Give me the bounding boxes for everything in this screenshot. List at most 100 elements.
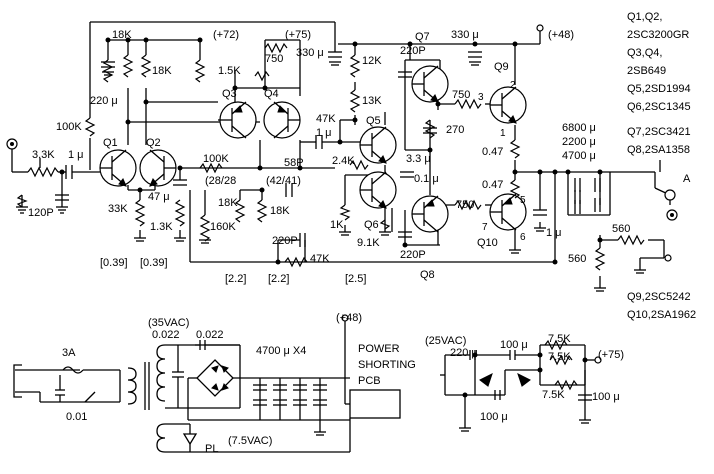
- r-75k-c-label: 7.5K: [542, 389, 565, 401]
- transistor-q9: [489, 86, 527, 124]
- c-3u3-label: 3.3 μ: [406, 153, 431, 165]
- transistor-q4: [263, 101, 301, 139]
- q5-label: Q5: [366, 115, 381, 127]
- c-47u-label: 47 μ: [148, 191, 170, 203]
- c-220p-mid-label: 220P: [272, 235, 298, 247]
- c-2200u-label: 2200 μ: [562, 136, 596, 148]
- r-75k-b-label: 7.5K: [548, 351, 571, 363]
- r-1k-label: 1K: [330, 219, 344, 231]
- c-100u-c-label: 100 μ: [592, 391, 620, 403]
- q8-label: Q8: [420, 269, 435, 281]
- junction-dots: [59, 37, 603, 265]
- transistor-q5: [359, 126, 397, 164]
- ratio-28-label: (28/28: [205, 175, 236, 187]
- power-pcb-line3: PCB: [358, 375, 381, 387]
- c-220p-q6-label: 220P: [400, 249, 426, 261]
- pin2-label: 2: [510, 80, 516, 91]
- c-220u-ps-label: 220 μ: [450, 347, 478, 359]
- ps-25vac-label: (25VAC): [425, 335, 466, 347]
- c-100u-a-label: 100 μ: [500, 339, 528, 351]
- part-q8: Q8,2SA1358: [627, 144, 690, 156]
- r-33k-label: 33K: [108, 203, 128, 215]
- r-560-b-label: 560: [568, 253, 586, 265]
- supply-plus75-label: (+75): [285, 29, 311, 41]
- r-160k-label: 160K: [210, 221, 236, 233]
- pin3-label: 3: [478, 92, 484, 103]
- c-6800u-label: 6800 μ: [562, 122, 596, 134]
- v-22-a-label: [2.2]: [225, 273, 246, 285]
- pin5-label: 5: [520, 195, 526, 206]
- pin1-label: 1: [500, 128, 506, 139]
- power-pcb-line2: SHORTING: [358, 359, 416, 371]
- c-120p-label: 120P: [28, 207, 54, 219]
- r-18k-c-label: 18K: [218, 197, 238, 209]
- part-q1q2: Q1,Q2,: [627, 11, 662, 23]
- r-18k-d-label: 18K: [270, 205, 290, 217]
- q1-label: Q1: [103, 137, 118, 149]
- r-2k4-label: 2.4K: [332, 155, 355, 167]
- part-q3q4: Q3,Q4,: [627, 47, 662, 59]
- part-q9: Q9,2SC5242: [627, 291, 691, 303]
- part-q10: Q10,2SA1962: [627, 309, 696, 321]
- c-4700u-x4-label: 4700 μ X4: [256, 345, 306, 357]
- resistors: [16, 42, 645, 271]
- ps-35vac-label: (35VAC): [148, 317, 189, 329]
- c-100u-b-label: 100 μ: [480, 411, 508, 423]
- r-18k-b-label: 18K: [152, 65, 172, 77]
- r-750-c-label: 750: [456, 199, 474, 211]
- ps-75vac-label: (7.5VAC): [228, 435, 272, 447]
- c-0022-a-label: 0.022: [152, 329, 180, 341]
- v-22-b-label: [2.2]: [268, 273, 289, 285]
- transistor-q10: [489, 193, 527, 231]
- pin7-label: 7: [482, 222, 488, 233]
- c-4700u-label: 4700 μ: [562, 150, 596, 162]
- amp-wiring: [11, 21, 671, 288]
- r-047-b-label: 0.47: [482, 179, 503, 191]
- ground-symbols: [16, 61, 646, 292]
- q3-label: Q3: [222, 88, 237, 100]
- c-001-label: 0.01: [66, 411, 87, 423]
- c-330u-a-label: 330 μ: [296, 47, 324, 59]
- capacitors: [55, 51, 601, 247]
- power-pcb-line1: POWER: [358, 343, 400, 355]
- r-1k3-label: 1.3K: [150, 221, 173, 233]
- q2-label: Q2: [146, 137, 161, 149]
- power-supply-main: [13, 320, 401, 453]
- r-47k-label: 47K: [316, 113, 336, 125]
- v-039-b-label: [0.39]: [140, 257, 168, 269]
- terminals: [6, 24, 678, 262]
- part-q3q4-number: 2SB649: [627, 65, 666, 77]
- supply-plus75-psu-label: (+75): [598, 349, 624, 361]
- r-12k-label: 12K: [362, 55, 382, 67]
- r-750-b-label: 750: [452, 89, 470, 101]
- transistor-q8: [411, 195, 449, 233]
- pilot-lamp-label: PL: [205, 443, 218, 455]
- c-330u-b-label: 330 μ: [451, 29, 479, 41]
- q9-label: Q9: [494, 61, 509, 73]
- v-25-label: [2.5]: [345, 273, 366, 285]
- ratio-42-label: (42/41): [266, 175, 301, 187]
- c-220u-label: 220 μ: [90, 95, 118, 107]
- r-047-a-label: 0.47: [482, 146, 503, 158]
- r-560-a-label: 560: [612, 223, 630, 235]
- schematic-labels: (+72) (+75) (+48) (+48) (+75) Q1,Q2, 2SC…: [28, 11, 696, 455]
- power-supply-secondary: [341, 314, 602, 432]
- r-75k-a-label: 7.5K: [548, 333, 571, 345]
- transistor-q2: [139, 149, 177, 187]
- pin6-label: 6: [520, 232, 526, 243]
- c-0u1-label: 0.1 μ: [414, 173, 439, 185]
- supply-plus48-label: (+48): [548, 29, 574, 41]
- r-1k5-label: 1.5K: [218, 65, 241, 77]
- transistor-q6: [359, 171, 397, 209]
- output-a-label: A: [683, 173, 691, 185]
- r-100k-in-label: 100K: [56, 121, 82, 133]
- r-3k3-label: 3.3K: [32, 149, 55, 161]
- transistor-q7: [411, 65, 449, 103]
- c-1u-out-label: 1 μ: [546, 227, 562, 239]
- v-039-a-label: [0.39]: [100, 257, 128, 269]
- r-18k-a-label: 18K: [112, 29, 132, 41]
- c-220p-q7-label: 220P: [400, 45, 426, 57]
- c-0022-b-label: 0.022: [196, 329, 224, 341]
- c-1u-in-label: 1 μ: [68, 149, 84, 161]
